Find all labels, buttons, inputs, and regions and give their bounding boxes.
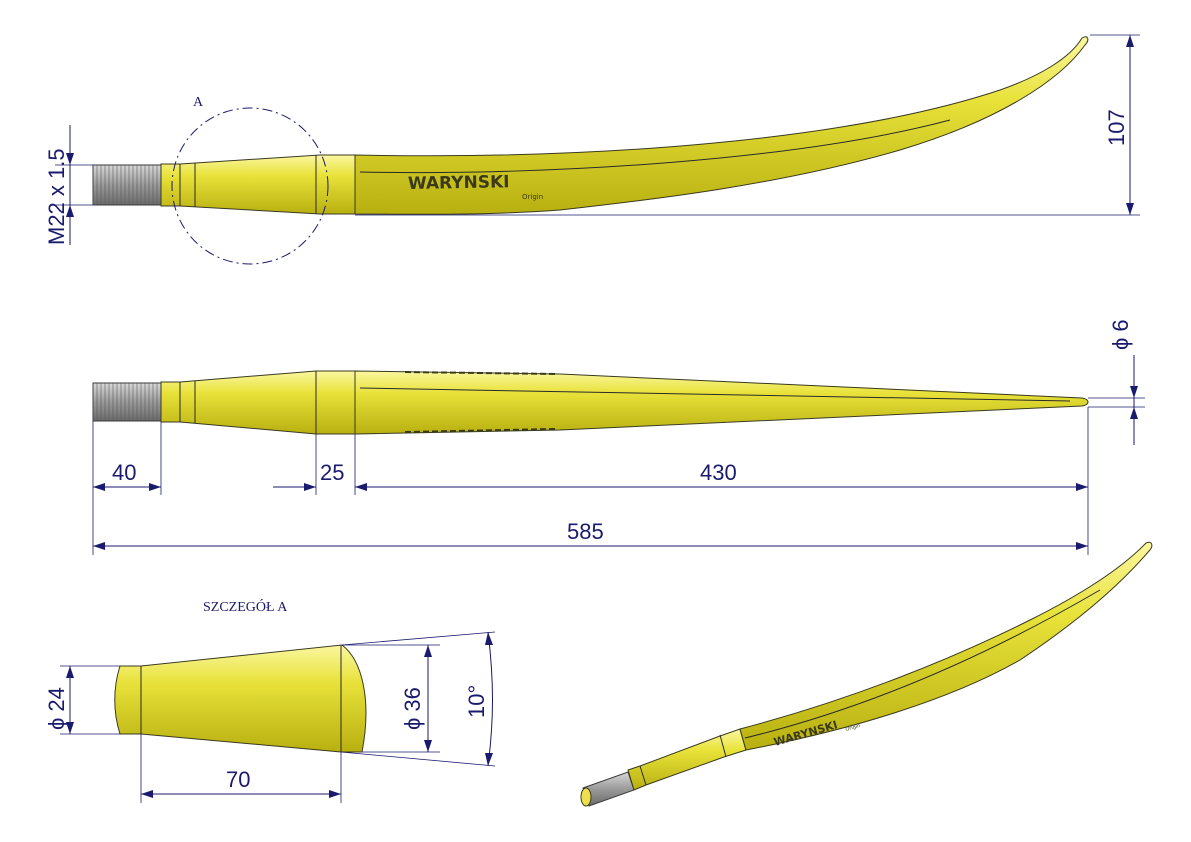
iso-collar [627, 728, 747, 791]
d24-text: ϕ 24 [44, 687, 69, 730]
dim-25-arrow-l [304, 483, 316, 491]
side-logo: WARYNSKI [408, 172, 510, 194]
dim-40-arrow-r [149, 483, 161, 491]
side-thread-lines [93, 165, 161, 205]
angle-arrow-top [485, 632, 493, 645]
detail-view: SZCZEGÓŁ A ϕ 24 ϕ 36 10° 70 [44, 598, 496, 803]
top-collar [160, 370, 356, 435]
angle-line-bottom [340, 751, 496, 767]
d36-arrow-bottom [424, 740, 432, 752]
dim-25-text: 25 [320, 460, 344, 485]
detail-title: SZCZEGÓŁ A [203, 598, 288, 615]
height-arrow-bottom [1126, 203, 1134, 215]
height-dim-text: 107 [1104, 109, 1129, 146]
d36-arrow-top [424, 645, 432, 657]
thread-label: M22 x 1.5 [44, 148, 69, 245]
dim-40-text: 40 [112, 460, 136, 485]
d24-arrow-top [66, 666, 74, 678]
angle-arc [487, 631, 493, 767]
iso-blade-ridge [744, 589, 1101, 739]
dim-40-arrow-l [93, 483, 105, 491]
top-thread-lines [93, 383, 161, 421]
side-collar [160, 154, 356, 215]
top-blade-ridge [359, 387, 1071, 402]
d24-arrow-bottom [66, 722, 74, 734]
iso-thread-end [580, 787, 592, 807]
iso-collar-edge-2 [719, 734, 727, 758]
d70-arrow-r [329, 790, 341, 798]
dim-585-text: 585 [567, 519, 604, 544]
dim-585-arrow-l [93, 542, 105, 550]
height-arrow-top [1126, 35, 1134, 47]
d36-text: ϕ 36 [400, 687, 425, 730]
iso-view: WARYNSKI Origin [580, 541, 1153, 807]
angle-text: 10° [464, 685, 489, 718]
side-logo-sub: Origin [522, 193, 543, 201]
top-logo-ghost-2 [404, 428, 556, 433]
side-blade-ridge [359, 119, 951, 174]
angle-line-top [341, 631, 496, 646]
dim-430-text: 430 [700, 460, 737, 485]
side-view: WARYNSKI Origin A M22 x 1.5 107 [44, 34, 1140, 265]
angle-arrow-bottom [485, 753, 493, 766]
detail-a-circle [171, 107, 329, 265]
thread-arrow-bottom [66, 205, 74, 217]
top-view: ϕ 6 40 25 430 585 [92, 319, 1145, 555]
detail-a-marker: A [193, 95, 204, 110]
top-blade [354, 370, 1089, 435]
d70-text: 70 [226, 767, 250, 792]
iso-logo-sub: Origin [845, 723, 861, 733]
detail-collar-body [114, 644, 367, 753]
d70-arrow-l [141, 790, 153, 798]
dim-585-arrow-r [1076, 542, 1088, 550]
tip-arrow-bottom [1130, 407, 1138, 419]
dim-430-arrow-r [1076, 483, 1088, 491]
iso-blade [739, 541, 1153, 751]
tip-diameter-text: ϕ 6 [1108, 319, 1133, 350]
thread-arrow-top [66, 153, 74, 165]
iso-collar-edge-1 [639, 765, 647, 786]
top-logo-ghost [404, 371, 556, 375]
tip-arrow-top [1130, 386, 1138, 398]
